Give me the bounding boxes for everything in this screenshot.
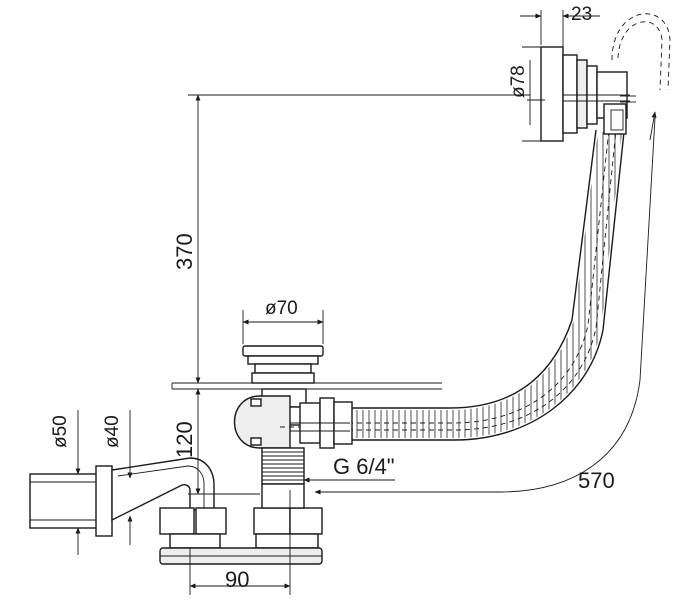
dim-label-o50: ø50 <box>50 415 71 448</box>
dim-label-o40: ø40 <box>102 415 123 448</box>
dim-label-570: 570 <box>578 468 615 493</box>
dim-hose-length: 570 <box>314 111 657 495</box>
dim-overflow-diameter: ø78 <box>508 46 545 142</box>
dim-height-370: 370 <box>172 94 530 384</box>
siphon-trap <box>29 457 323 565</box>
overflow-hose <box>330 119 625 441</box>
dim-outlet-inner: ø40 <box>102 410 133 545</box>
overflow-head <box>527 13 671 142</box>
dim-cap-diameter: ø70 <box>242 298 324 344</box>
dim-base-width: 90 <box>189 490 291 595</box>
dim-label-90: 90 <box>225 567 249 592</box>
dim-label-thread: G 6/4" <box>333 454 395 479</box>
drain-valve <box>234 345 353 485</box>
dim-label-23: 23 <box>571 4 592 25</box>
dim-label-o70: ø70 <box>265 298 298 319</box>
dim-thread: G 6/4" <box>303 454 395 483</box>
thread-lines <box>262 451 304 481</box>
dim-label-o78: ø78 <box>508 65 529 98</box>
dim-label-370: 370 <box>172 233 197 270</box>
dim-label-120: 120 <box>172 421 197 458</box>
tub-floor-line <box>171 382 442 390</box>
dim-siphon-height: 120 <box>172 388 260 495</box>
dim-overflow-width: 23 <box>520 4 600 53</box>
dim-outlet-outer: ø50 <box>50 410 81 555</box>
